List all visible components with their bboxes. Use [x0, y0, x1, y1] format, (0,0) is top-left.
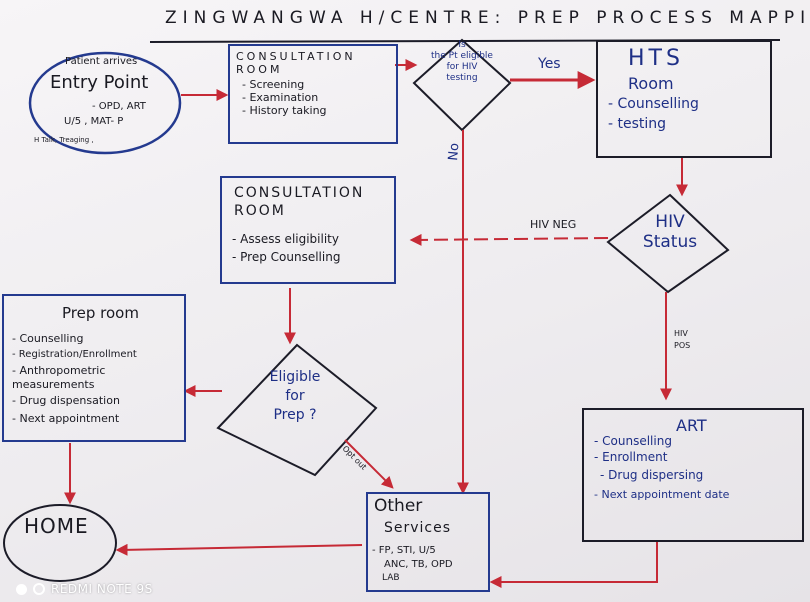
- camera-watermark: REDMI NOTE 9S: [16, 582, 153, 596]
- home-label: HOME: [24, 514, 89, 538]
- entry-title: Entry Point: [50, 72, 149, 93]
- prep-room-title: Prep room: [62, 304, 139, 322]
- other-services-box: Other Services - FP, STI, U/5 ANC, TB, O…: [366, 492, 490, 592]
- consultation-title: CONSULTATION ROOM: [236, 50, 356, 76]
- consultation-item: - Examination: [242, 91, 319, 104]
- eligible-prep-text: Eligible for Prep ?: [269, 369, 321, 423]
- arrow-hiv-neg: [409, 233, 609, 246]
- art-item: - Counselling: [594, 434, 672, 448]
- prep-room-item: - Drug dispensation: [12, 394, 120, 407]
- prep-room-item: - Anthropometric: [12, 364, 106, 377]
- arrow-art-to-other: [489, 540, 658, 588]
- entry-line: - OPD, ART: [92, 101, 146, 112]
- watermark-text: REDMI NOTE 9S: [51, 582, 153, 596]
- entry-line: U/5 , MAT- P: [64, 116, 124, 127]
- art-item: - Next appointment date: [594, 488, 730, 501]
- consultation-room-2-box: CONSULTATION ROOM - Assess eligibility -…: [220, 176, 396, 284]
- other-services-item: LAB: [382, 573, 400, 583]
- arrow-other-to-home: [115, 543, 363, 556]
- page-title: ZINGWANGWA H/CENTRE: PREP PROCESS MAPPIN…: [165, 8, 810, 28]
- prep-room-item: - Counselling: [12, 332, 84, 345]
- prep-room-item: - Registration/Enrollment: [12, 349, 137, 360]
- arrow-opt-out: [344, 439, 394, 489]
- hiv-status-text: HIV Status: [642, 212, 698, 252]
- prep-room-item: - Next appointment: [12, 412, 120, 425]
- hts-subtitle: Room: [628, 74, 674, 93]
- consultation-room-box: CONSULTATION ROOM - Screening - Examinat…: [228, 44, 398, 144]
- watermark-dot-icon: [16, 583, 27, 595]
- consultation2-item: - Prep Counselling: [232, 250, 341, 264]
- consultation2-title: CONSULTATION ROOM: [234, 185, 365, 219]
- yes-label: Yes: [538, 56, 561, 72]
- art-item: - Enrollment: [594, 450, 668, 464]
- hiv-pos-label: HIV POS: [674, 329, 691, 350]
- hts-item: - Counselling: [608, 96, 699, 112]
- art-box: ART - Counselling - Enrollment - Drug di…: [582, 408, 804, 542]
- no-label: No: [446, 142, 463, 162]
- eligible-prep-diamond: [216, 343, 378, 477]
- consultation2-item: - Assess eligibility: [232, 232, 339, 246]
- other-services-title: Other: [374, 496, 423, 516]
- other-services-item: ANC, TB, OPD: [384, 559, 453, 570]
- entry-point-ellipse: [28, 51, 182, 155]
- other-services-item: - FP, STI, U/5: [372, 545, 436, 556]
- prep-room-item: measurements: [12, 378, 95, 391]
- hts-title: HTS: [628, 46, 684, 71]
- home-ellipse: [3, 504, 117, 582]
- prep-room-box: Prep room - Counselling - Registration/E…: [2, 294, 186, 442]
- entry-top-text: Patient arrives: [65, 56, 138, 67]
- entry-line: H Talk, Treaging ,: [34, 136, 94, 144]
- other-services-subtitle: Services: [384, 520, 452, 536]
- hiv-neg-label: HIV NEG: [530, 218, 577, 231]
- hiv-status-diamond: [606, 193, 730, 294]
- watermark-ring-icon: [33, 583, 45, 595]
- eligible-hiv-text: Is the Pt eligible for HIV testing: [431, 40, 493, 83]
- hts-room-box: HTS Room - Counselling - testing: [596, 40, 772, 158]
- art-title: ART: [676, 416, 707, 435]
- consultation-item: - History taking: [242, 104, 327, 117]
- art-item: - Drug dispersing: [600, 468, 704, 482]
- hts-item: - testing: [608, 116, 667, 132]
- consultation-item: - Screening: [242, 78, 305, 91]
